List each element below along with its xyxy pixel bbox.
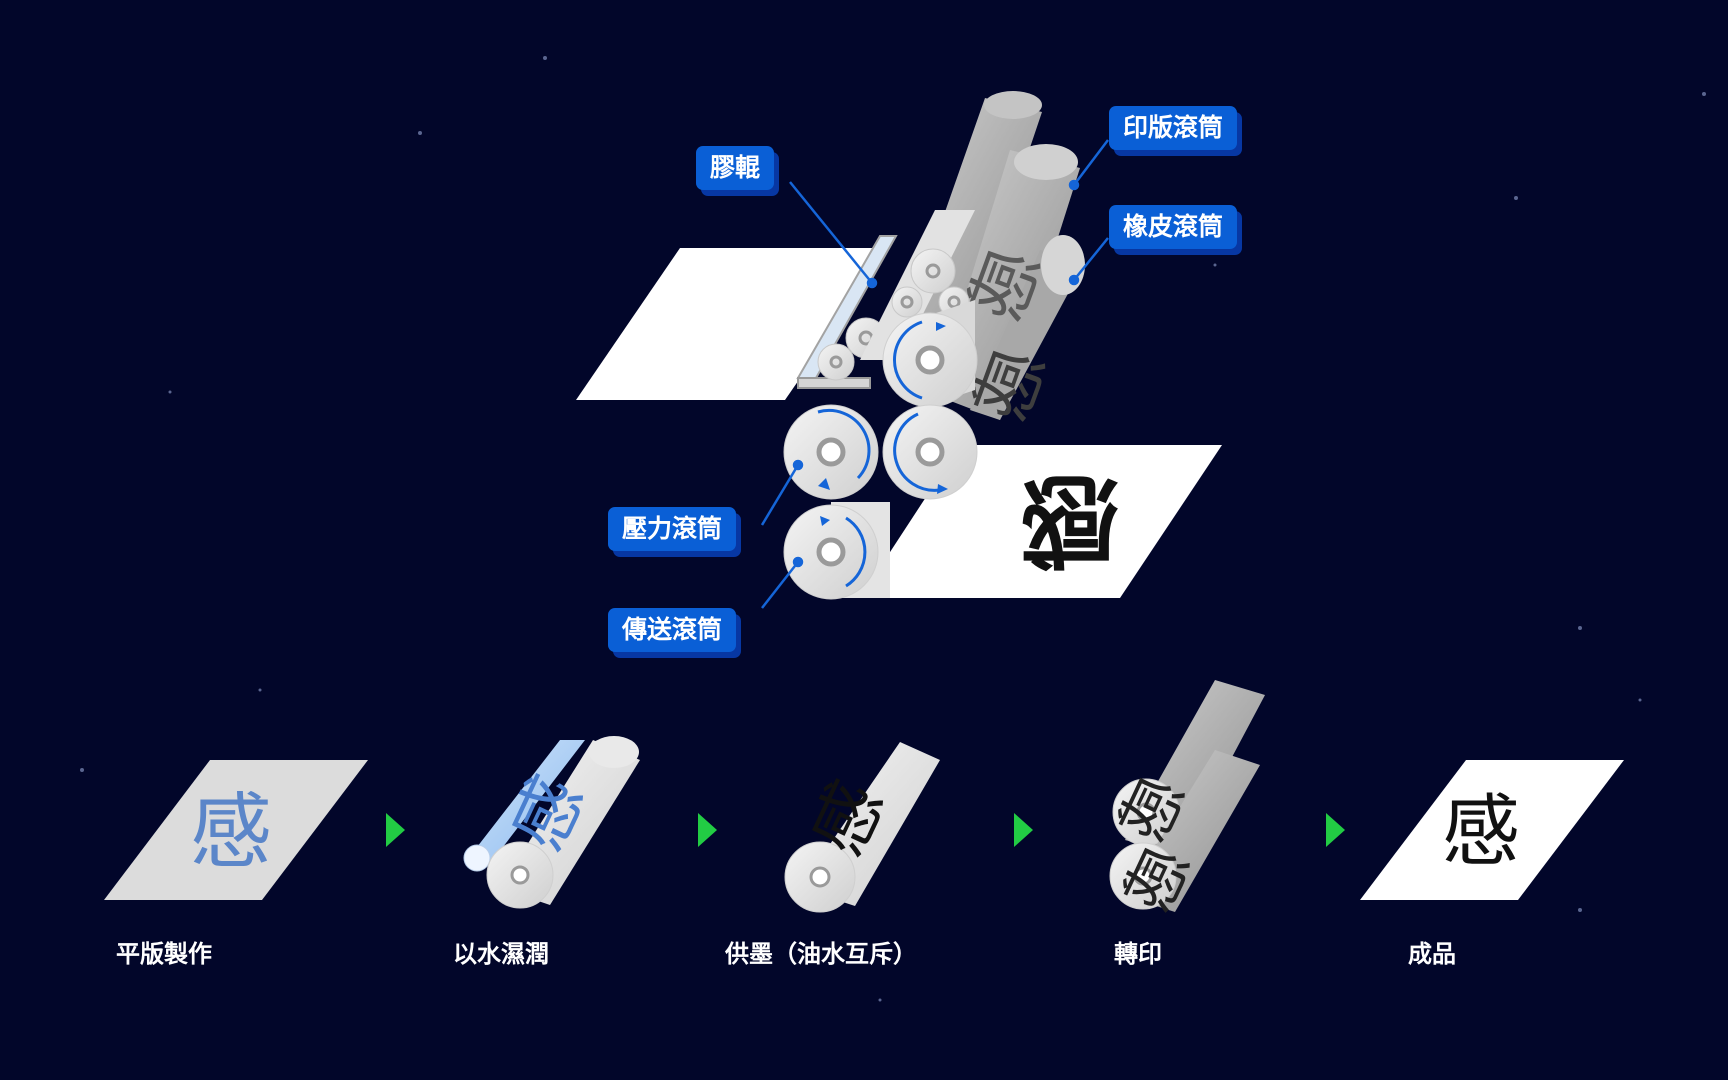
step-caption-plate-making: 平版製作	[116, 940, 212, 968]
blanket-cylinder-front	[882, 300, 978, 408]
star-field	[80, 56, 1706, 1002]
step-arrow-3	[1014, 813, 1033, 847]
impression-cylinders	[783, 404, 978, 500]
ink-roller-icon: 感	[784, 742, 940, 913]
step-arrow-4	[1326, 813, 1345, 847]
printed-sheet-glyph: 感	[1442, 787, 1520, 877]
plate-glyph: 感	[190, 785, 272, 880]
step-caption-transfer: 轉印	[1114, 940, 1162, 968]
printed-sheet-icon: 感	[1360, 760, 1624, 900]
plate-icon: 感	[104, 760, 368, 900]
printed-glyph-on-sheet: 感	[1020, 461, 1120, 579]
step-arrow-1	[386, 813, 405, 847]
step-caption-dampening: 以水濕潤	[453, 940, 549, 968]
label-rubber-roller: 膠輥	[696, 146, 775, 190]
step-caption-finished: 成品	[1408, 940, 1456, 968]
step-arrow-2	[698, 813, 717, 847]
water-roller-icon: 感	[463, 736, 640, 909]
label-impression-cylinder: 壓力滾筒	[608, 507, 737, 551]
paper-sheet-in	[576, 248, 890, 400]
step-caption-inking: 供墨（油水互斥）	[725, 940, 917, 968]
label-transfer-cylinder: 傳送滾筒	[608, 608, 737, 652]
label-plate-cylinder: 印版滾筒	[1109, 106, 1238, 150]
transfer-cylinder	[783, 502, 890, 600]
label-leader-lines	[760, 139, 1109, 609]
transfer-rollers-icon: 感 感	[1106, 680, 1265, 923]
label-blanket-cylinder: 橡皮滾筒	[1109, 205, 1238, 249]
